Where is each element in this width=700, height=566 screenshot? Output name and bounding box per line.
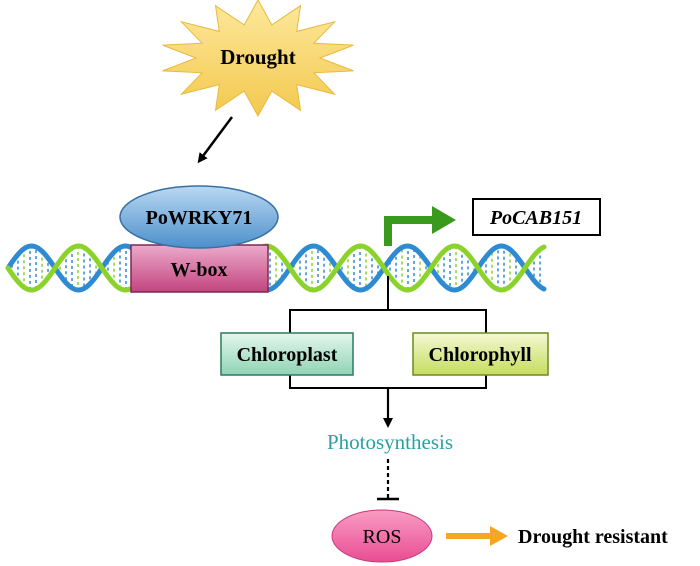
powrky71-label: PoWRKY71	[146, 207, 253, 229]
chlorophyll-label: Chlorophyll	[429, 344, 532, 366]
pocab151-label: PoCAB151	[489, 207, 582, 229]
drought-resistant-label: Drought resistant	[518, 526, 668, 548]
pocab151-gene-box: PoCAB151	[472, 198, 601, 236]
drought-to-wrky-arrow	[197, 116, 234, 164]
dna-helix	[5, 243, 547, 293]
ros-to-outcome-arrow	[446, 526, 508, 546]
wbox-label: W-box	[170, 259, 227, 281]
dna-strand	[5, 243, 547, 293]
chlorophyll-box: Chlorophyll	[412, 332, 549, 376]
transcription-start-arrow	[384, 206, 456, 246]
photosynthesis-label: Photosynthesis	[327, 430, 453, 454]
photosynthesis-inhibits-ros	[377, 459, 399, 501]
starburst-shape	[162, 0, 354, 118]
chloroplast-label: Chloroplast	[237, 344, 338, 366]
chloroplast-box: Chloroplast	[220, 332, 354, 376]
drought-starburst: Drought	[162, 0, 354, 118]
powrky71-protein: PoWRKY71	[119, 185, 279, 249]
dna-strand	[5, 243, 547, 293]
ros-molecule: ROS	[331, 509, 433, 563]
wbox-element: W-box	[130, 244, 269, 293]
ros-label: ROS	[363, 526, 402, 548]
drought-label: Drought	[220, 45, 295, 69]
